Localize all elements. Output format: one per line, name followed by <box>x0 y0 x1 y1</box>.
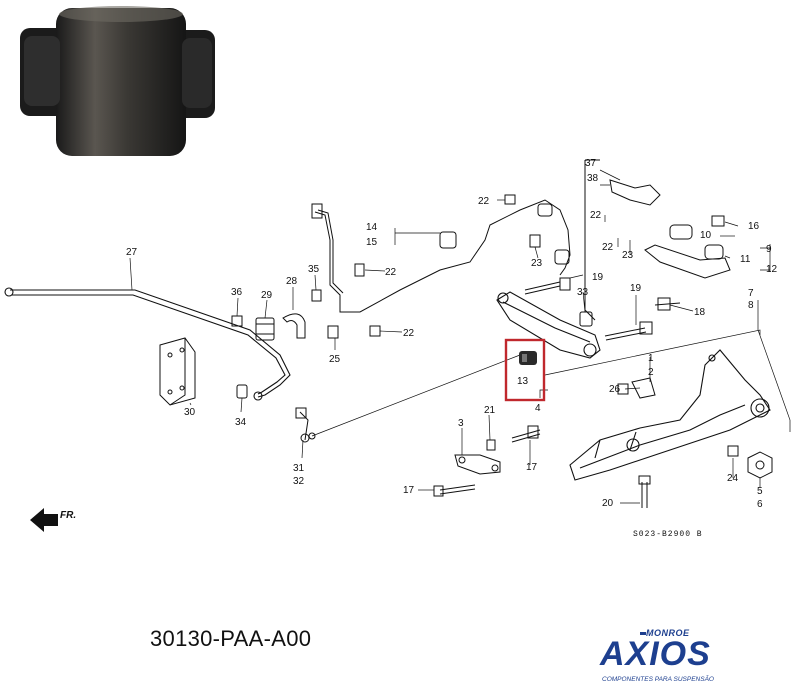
callout-37: 37 <box>585 158 597 169</box>
callout-numbers: 27 36 29 28 35 30 34 31 32 25 14 15 22 2… <box>126 158 778 510</box>
hub-parts <box>727 445 773 479</box>
callout-17-a: 17 <box>526 462 538 473</box>
part-number: 30130-PAA-A00 <box>150 626 312 651</box>
bolts-19-18 <box>604 297 681 341</box>
callout-11: 11 <box>740 254 751 265</box>
callout-22-c: 22 <box>478 196 490 207</box>
callout-29: 29 <box>261 290 273 301</box>
callout-19-a: 19 <box>592 272 604 283</box>
bushing-photo <box>20 6 215 156</box>
callout-23-b: 23 <box>622 250 634 261</box>
axios-logo: MONROE AXIOS COMPONENTES PARA SUSPENSÃO <box>600 628 720 690</box>
callout-18: 18 <box>694 307 706 318</box>
axios-brand: AXIOS <box>600 635 711 673</box>
callout-17-b: 17 <box>403 485 415 496</box>
monroe-brand: MONROE <box>646 628 690 638</box>
abs-sensor-wire <box>311 199 571 339</box>
stabilizer-bar <box>4 287 291 401</box>
callout-22-a: 22 <box>385 267 397 278</box>
callout-25: 25 <box>329 354 341 365</box>
rear-trailing-arm <box>569 349 771 481</box>
callout-12: 12 <box>766 264 778 275</box>
bracket-30 <box>159 337 196 406</box>
highlighted-bushing-callout <box>504 338 546 402</box>
callout-33: 33 <box>577 287 589 298</box>
callout-8: 8 <box>748 300 754 311</box>
callout-27: 27 <box>126 247 138 258</box>
callout-22-d: 22 <box>590 210 602 221</box>
front-indicator-label: FR. <box>60 510 76 521</box>
front-arrow-icon: FR. <box>30 508 76 532</box>
callout-34: 34 <box>235 417 247 428</box>
upper-control-arm <box>496 291 601 359</box>
bolts-group <box>354 194 593 337</box>
callout-30: 30 <box>184 407 196 418</box>
callout-1: 1 <box>648 353 654 364</box>
monroe-mark-icon <box>640 632 646 635</box>
callout-10: 10 <box>700 230 712 241</box>
lower-link-parts <box>295 407 541 497</box>
callout-19-b: 19 <box>630 283 642 294</box>
callout-4: 4 <box>535 403 541 414</box>
callout-3: 3 <box>458 418 464 429</box>
callout-23-a: 23 <box>531 258 543 269</box>
callout-2: 2 <box>648 367 654 378</box>
callout-32: 32 <box>293 476 305 487</box>
leader-lines <box>129 160 791 504</box>
logo-tagline: COMPONENTES PARA SUSPENSÃO <box>602 676 714 683</box>
callout-16: 16 <box>748 221 760 232</box>
callout-6: 6 <box>757 499 763 510</box>
callout-22-b: 22 <box>403 328 415 339</box>
bolts-20-26 <box>617 377 656 508</box>
callout-24: 24 <box>727 473 739 484</box>
callout-26: 26 <box>609 384 621 395</box>
callout-35: 35 <box>308 264 320 275</box>
callout-21: 21 <box>484 405 496 416</box>
callout-15: 15 <box>366 237 378 248</box>
callout-28: 28 <box>286 276 298 287</box>
callout-31: 31 <box>293 463 305 474</box>
callout-13: 13 <box>517 376 529 387</box>
callout-5: 5 <box>757 486 763 497</box>
callout-9: 9 <box>766 244 772 255</box>
callout-7: 7 <box>748 288 754 299</box>
callout-14: 14 <box>366 222 378 233</box>
callout-22-e: 22 <box>602 242 614 253</box>
callout-36: 36 <box>231 287 243 298</box>
callout-38: 38 <box>587 173 599 184</box>
callout-20: 20 <box>602 498 614 509</box>
diagram-code: S023-B2900 B <box>633 530 703 539</box>
stabilizer-bushing <box>255 313 306 341</box>
